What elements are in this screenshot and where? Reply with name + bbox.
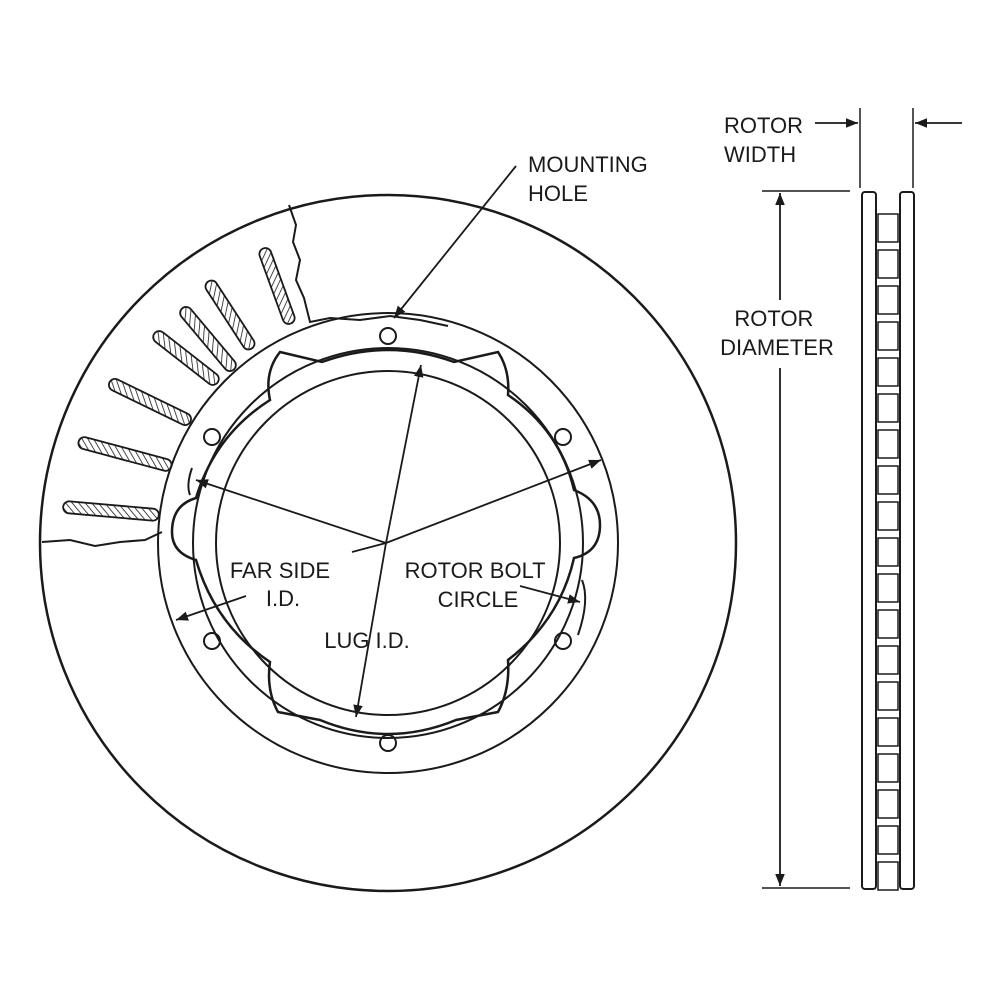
rotor-outer-edge [38,193,738,893]
cooling-vane [204,279,256,351]
cooling-vane [258,247,296,325]
mounting-hole-top [379,327,397,345]
cooling-vane [152,330,220,386]
side-view-vane [877,213,899,243]
side-view-vane [877,285,899,315]
cutaway-break-line [41,204,449,548]
side-view-vane [877,537,899,567]
mounting-hole-lower-left [203,632,221,650]
mounting-hole-upper-right [554,428,572,446]
side-view-vane [877,753,899,783]
side-view-vane [877,717,899,747]
cooling-vane [77,436,173,472]
side-view-vane-gaps [877,213,899,891]
bolt-circle-dimension-arrow-left [195,479,387,544]
rotor-side-view [762,108,962,891]
side-view-vane [877,429,899,459]
friction-ring-inner-edge [157,312,619,774]
slot-arc-left [187,467,193,496]
cooling-vane [108,378,192,426]
far-side-id-leader-arrow [175,595,247,621]
slot-arc-right [577,579,587,636]
side-view-vane [877,789,899,819]
rotor-diameter-label: ROTOR DIAMETER [720,306,834,360]
bolt-circle-ring [192,347,584,739]
far-side-id-label: FAR SIDE I.D. [230,558,336,611]
labels: MOUNTING HOLE ROTOR WIDTH ROTOR DIAMETER… [230,113,834,653]
cooling-vane [62,500,160,522]
rotor-bolt-circle-label: ROTOR BOLT CIRCLE [405,558,552,612]
rotor-front-view [38,165,738,893]
side-view-vane [877,573,899,603]
side-view-vane [877,321,899,351]
lug-id-circle [215,370,561,716]
lug-id-dimension-arrow-up [385,364,424,544]
mounting-hole-leader-arrow [393,165,517,319]
side-view-vane [877,357,899,387]
side-view-vane [877,465,899,495]
bolt-circle-dimension-arrow-right [385,459,602,544]
mounting-hole-label: MOUNTING HOLE [528,152,654,206]
cooling-vanes [62,247,296,522]
rotor-width-label: ROTOR WIDTH [724,113,809,167]
side-view-vane [877,393,899,423]
side-view-vane [877,609,899,639]
rotor-side-plate-right [899,191,915,890]
mounting-hole-upper-left [203,428,221,446]
side-view-vane [877,825,899,855]
lug-id-leader [351,542,387,553]
mounting-hole-lower-right [554,632,572,650]
lug-id-dimension-arrow-down [353,542,387,718]
side-view-vane [877,645,899,675]
side-view-vane [877,249,899,279]
rotor-side-plate-left [861,191,877,890]
mounting-hole-bottom [379,734,397,752]
side-view-vane [877,501,899,531]
cooling-vane [179,306,237,372]
side-view-vane [877,681,899,711]
lug-id-label: LUG I.D. [324,628,410,653]
rotor-bolt-circle-leader-arrow [519,585,581,604]
lug-hat-outline [170,348,602,736]
side-view-vane [877,861,899,891]
